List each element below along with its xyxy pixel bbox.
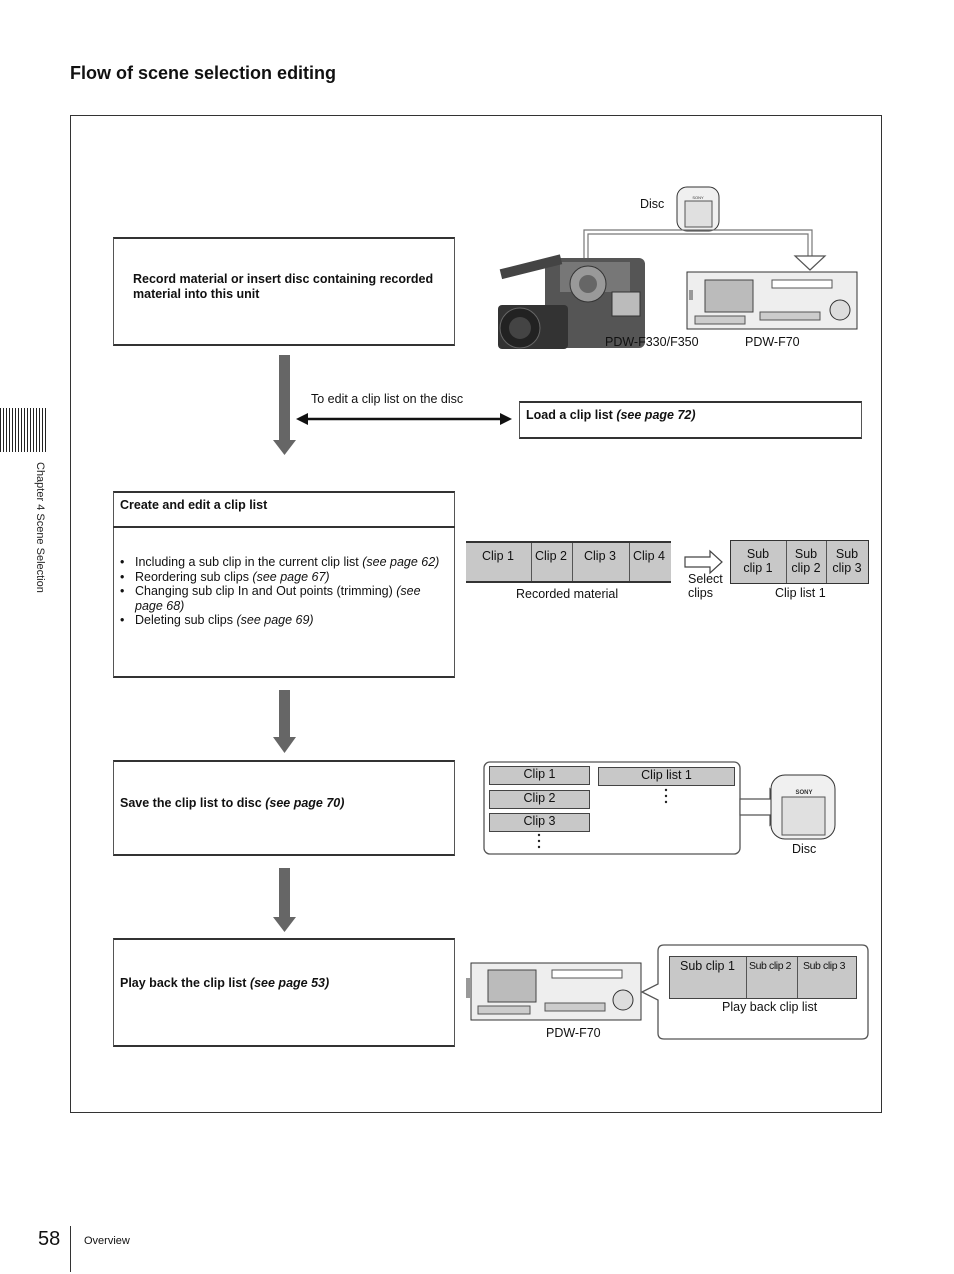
flow-arrow-1-shaft xyxy=(279,355,290,441)
recorded-material-label: Recorded material xyxy=(516,587,619,601)
save-clip: Clip 3 xyxy=(489,813,590,832)
bullet-item: Reordering sub clips (see page 67) xyxy=(120,570,450,585)
page-reference: (see page 68) xyxy=(135,584,421,613)
flow-arrow-3-shaft xyxy=(279,868,290,918)
playback-strip xyxy=(669,956,857,999)
flow-arrow-2-head xyxy=(273,737,296,753)
bullet-item: Deleting sub clips (see page 69) xyxy=(120,613,450,628)
page-reference: (see page 69) xyxy=(236,613,314,627)
deck-icon-bottom xyxy=(466,962,642,1021)
save-clip: Clip 1 xyxy=(489,766,590,785)
disc-connector xyxy=(583,229,813,262)
edit-disc-label: To edit a clip list on the disc xyxy=(311,392,464,406)
create-bullet-list: Including a sub clip in the current clip… xyxy=(120,555,450,628)
select-clips-label-1: Select xyxy=(688,572,723,586)
cliplist-label: Clip list 1 xyxy=(775,586,826,600)
subclip-divider xyxy=(826,541,827,583)
playback-subclip: Sub clip 2 xyxy=(749,960,792,972)
playback-subclip: Sub clip 3 xyxy=(803,960,846,972)
deck-label-bottom: PDW-F70 xyxy=(546,1026,601,1040)
clip-divider xyxy=(531,543,532,581)
save-clip: Clip 2 xyxy=(489,790,590,809)
camcorder-icon xyxy=(498,254,645,349)
save-cliplist: Clip list 1 xyxy=(598,767,735,786)
select-clips-label-2: clips xyxy=(688,586,714,600)
page-reference: (see page 62) xyxy=(362,555,440,569)
step-record-box xyxy=(113,237,455,346)
recorded-clip: Clip 1 xyxy=(482,549,514,563)
disc-insert-arrow-head xyxy=(793,255,827,271)
playback-divider xyxy=(797,957,798,998)
svg-text:SONY: SONY xyxy=(692,195,704,200)
page-number: 58 xyxy=(38,1228,61,1250)
disc-icon-bottom: SONY xyxy=(770,774,836,840)
footer-divider xyxy=(70,1226,71,1272)
subclip-divider xyxy=(786,541,787,583)
step-record-text: Record material or insert disc containin… xyxy=(133,272,434,301)
bullet-item: Changing sub clip In and Out points (tri… xyxy=(120,584,450,613)
playback-label: Play back clip list xyxy=(722,1000,818,1014)
recorded-material-strip xyxy=(466,541,671,583)
chapter-label: Chapter 4 Scene Selection xyxy=(34,462,46,593)
flow-diagram-frame xyxy=(70,115,882,1113)
page-title: Flow of scene selection editing xyxy=(70,63,337,83)
step-play-box xyxy=(113,938,455,1047)
clip-divider xyxy=(572,543,573,581)
step-create-divider xyxy=(113,526,455,528)
recorded-clip: Clip 3 xyxy=(584,549,616,563)
chapter-tab-marker xyxy=(0,408,46,452)
playback-divider xyxy=(746,957,747,998)
load-cliplist-text: Load a clip list (see page 72) xyxy=(526,408,696,422)
flow-arrow-2-shaft xyxy=(279,690,290,738)
bullet-item: Including a sub clip in the current clip… xyxy=(120,555,450,570)
flow-arrow-1-head xyxy=(273,440,296,455)
clip-divider xyxy=(629,543,630,581)
recorded-clip: Clip 4 xyxy=(633,549,665,563)
step-save-text: Save the clip list to disc (see page 70) xyxy=(120,796,345,810)
step-save-box xyxy=(113,760,455,856)
svg-text:SONY: SONY xyxy=(795,790,812,796)
flow-arrows xyxy=(273,355,296,932)
step-create-title: Create and edit a clip list xyxy=(120,498,268,512)
playback-subclip: Sub clip 1 xyxy=(680,959,735,973)
page-reference: (see page 67) xyxy=(252,569,330,584)
footer-section: Overview xyxy=(84,1235,130,1247)
double-arrow-icon xyxy=(296,413,512,425)
deck-label-top: PDW-F70 xyxy=(745,335,800,349)
continuation-dots xyxy=(537,788,668,849)
select-arrow-icon xyxy=(684,549,723,575)
flow-arrow-3-head xyxy=(273,917,296,932)
load-cliplist-box xyxy=(519,401,862,439)
recorded-clip: Clip 2 xyxy=(535,549,567,563)
cliplist-strip xyxy=(730,540,869,584)
step-play-text: Play back the clip list (see page 53) xyxy=(120,976,330,990)
camcorder-label: PDW-F330/F350 xyxy=(605,335,699,349)
deck-icon-top xyxy=(686,271,858,330)
disc-icon-top: SONY xyxy=(676,186,720,232)
disc-label-top: Disc xyxy=(640,197,665,211)
disc-label-bottom: Disc xyxy=(792,842,817,856)
